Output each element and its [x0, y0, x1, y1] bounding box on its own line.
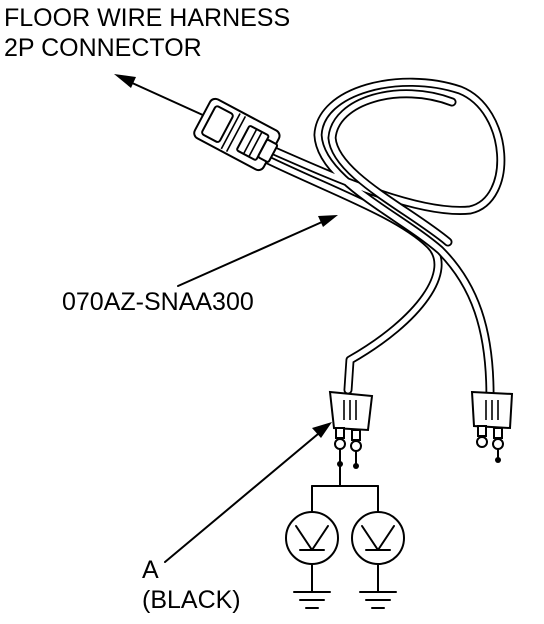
ground-symbol-icon [293, 563, 331, 609]
test-plug-a [328, 390, 374, 469]
test-lamp-icon [351, 511, 405, 565]
connector-title-line1: FLOOR WIRE HARNESS [4, 4, 290, 32]
connector-plug-icon [193, 97, 281, 172]
ground-symbol-icon [359, 563, 397, 609]
harness-cable [263, 77, 506, 400]
callout-a-color-label: (BLACK) [142, 586, 241, 614]
test-lamp-icon [285, 511, 339, 565]
callout-a-label: A [142, 556, 159, 584]
connector-title-line2: 2P CONNECTOR [4, 34, 202, 62]
test-lamp-circuit [311, 465, 379, 513]
test-plug-b [470, 390, 514, 463]
part-number-label: 070AZ-SNAA300 [62, 288, 254, 316]
connector-leader-arrow [114, 74, 206, 117]
part-number-leader-arrow [177, 215, 338, 287]
callout-a-leader-arrow [164, 422, 332, 563]
